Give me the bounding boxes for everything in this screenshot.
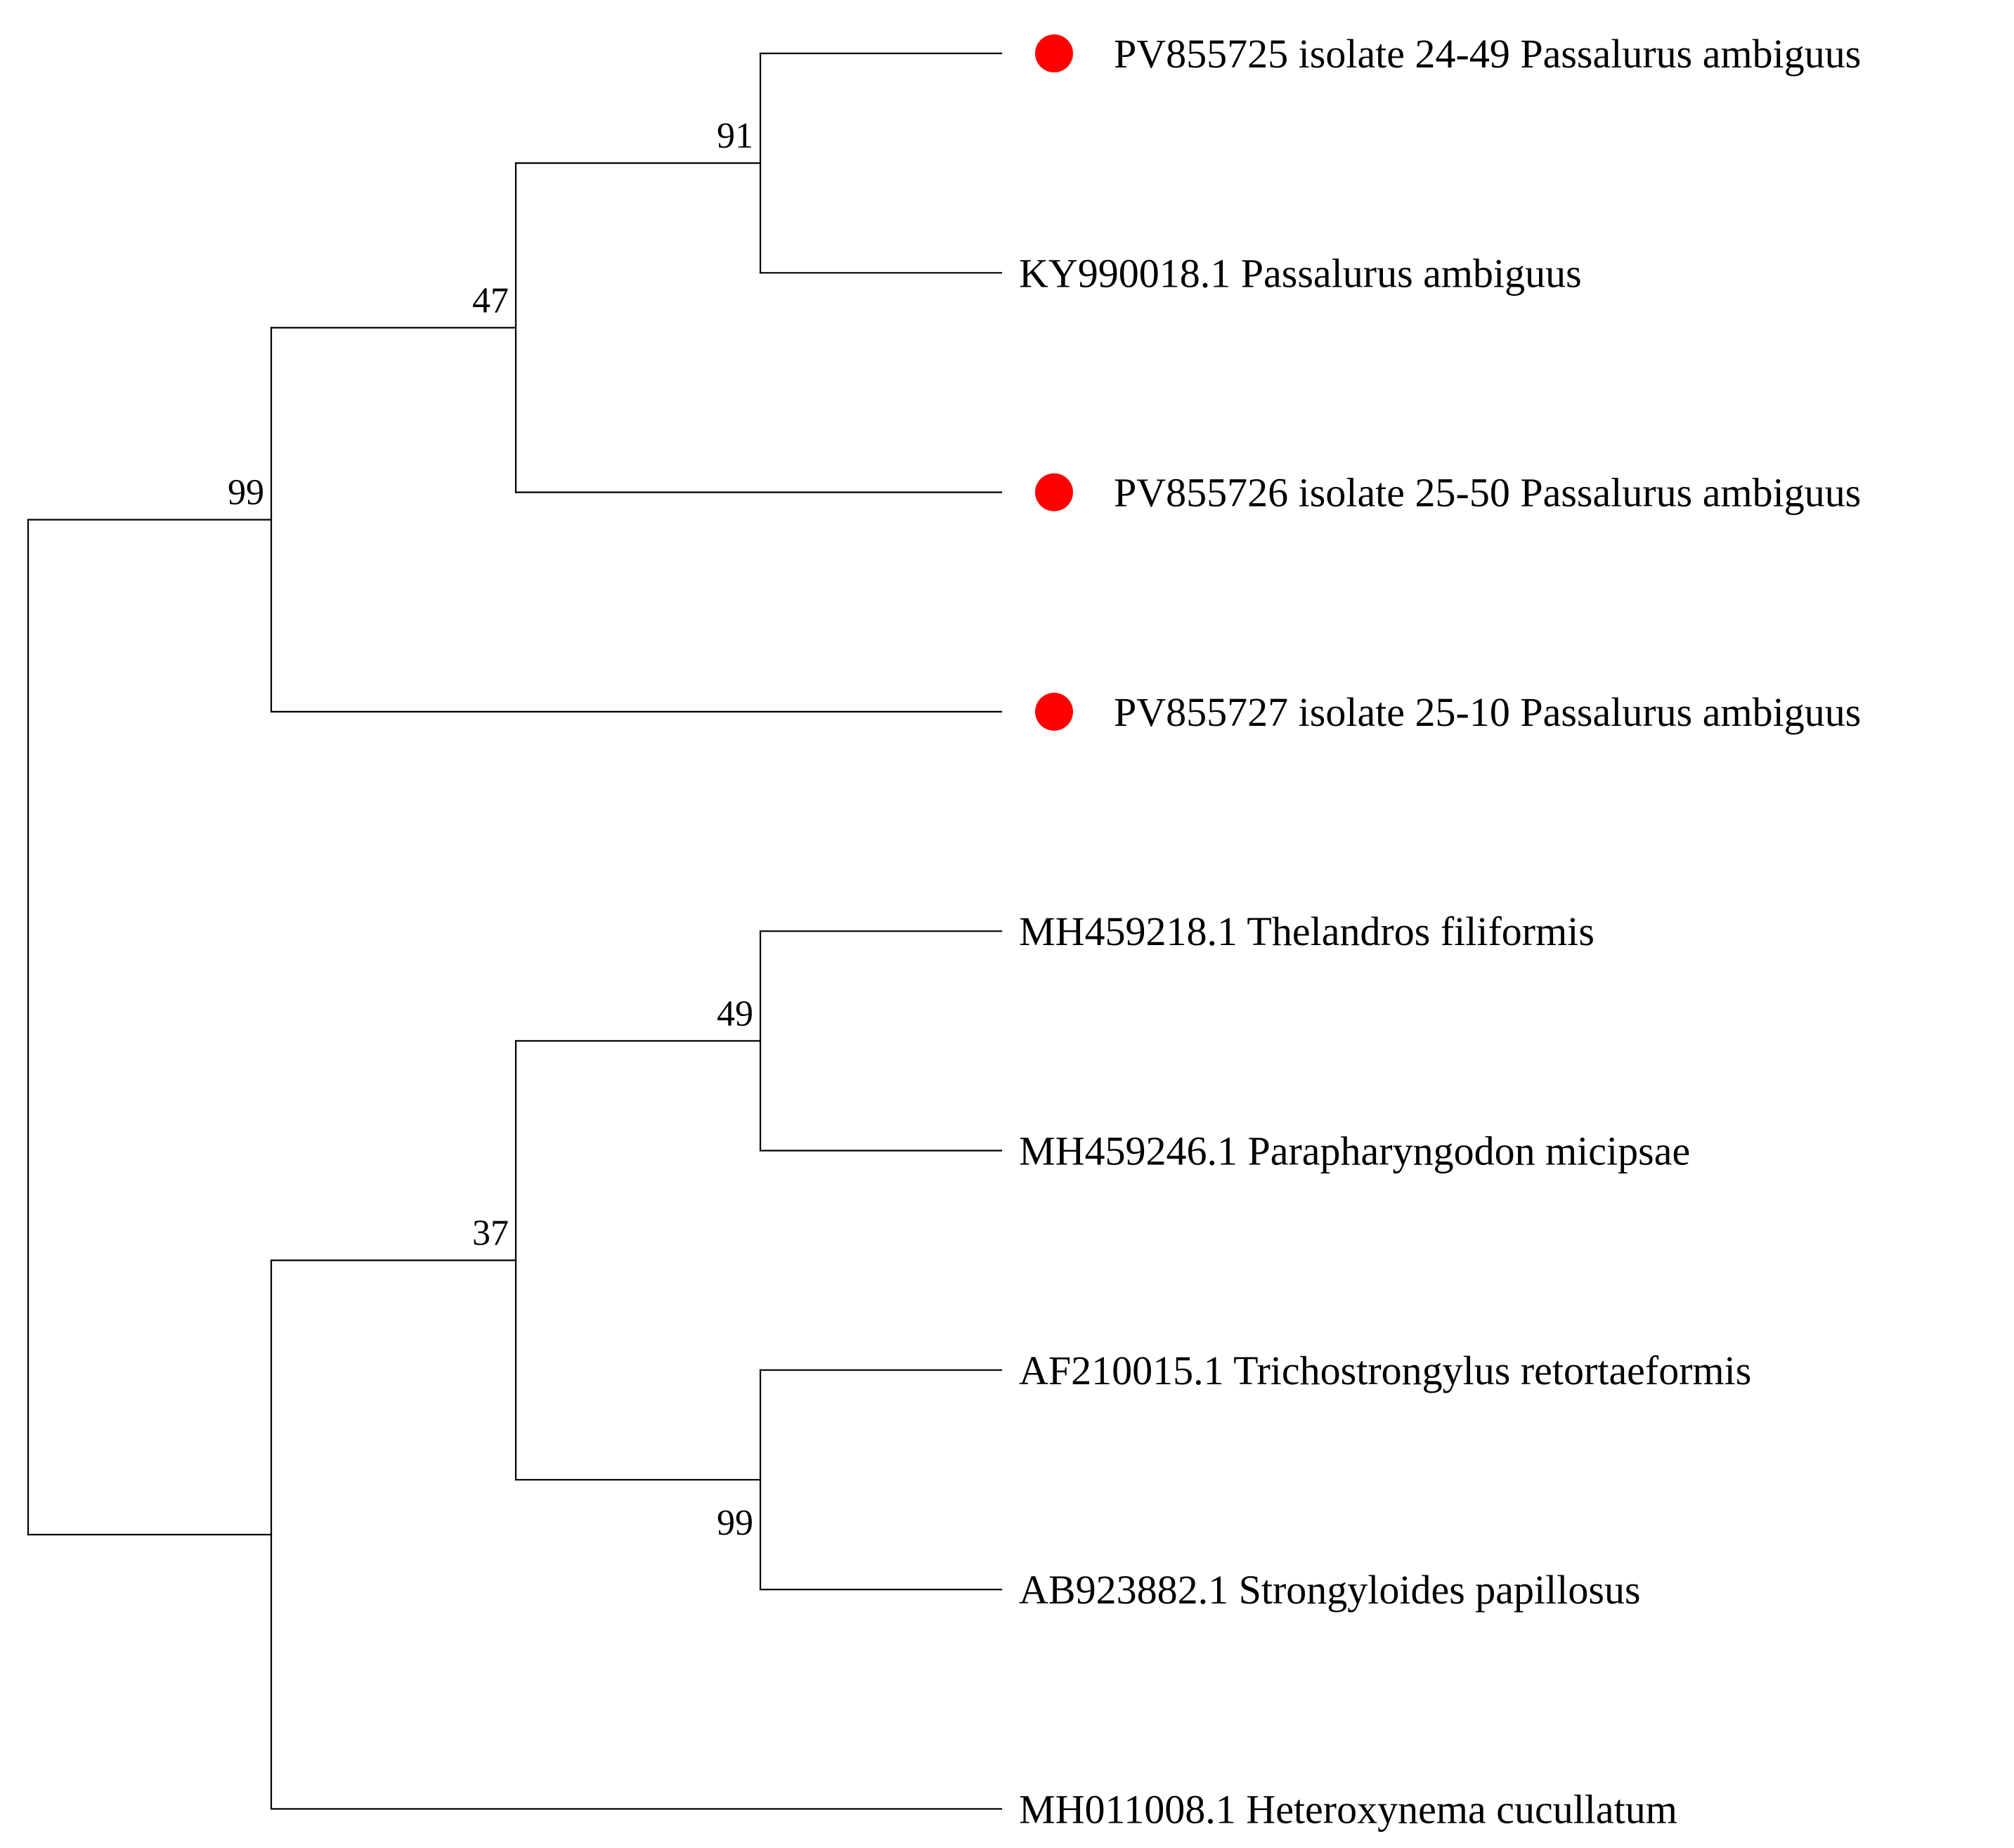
taxon-label-t2: KY990018.1 Passalurus ambiguus — [1019, 250, 1582, 296]
bootstrap-value-n99b: 99 — [717, 1503, 753, 1543]
taxon-labels: PV855725 isolate 24-49 Passalurus ambigu… — [1019, 31, 1861, 1832]
taxon-label-t6: MH459246.1 Parapharyngodon micipsae — [1019, 1128, 1690, 1174]
tree-branches — [27, 52, 1003, 1810]
isolate-marker-dot — [1035, 473, 1073, 512]
taxon-label-t7: AF210015.1 Trichostrongylus retortaeform… — [1019, 1348, 1751, 1393]
taxon-label-t3: PV855726 isolate 25-50 Passalurus ambigu… — [1114, 470, 1861, 516]
isolate-marker-dot — [1035, 34, 1073, 72]
bootstrap-value-n99a: 99 — [228, 473, 264, 513]
isolate-marker-dot — [1035, 692, 1073, 731]
taxon-label-t4: PV855727 isolate 25-10 Passalurus ambigu… — [1114, 689, 1861, 735]
taxon-label-t9: MH011008.1 Heteroxynema cucullatum — [1019, 1786, 1677, 1832]
taxon-label-t5: MH459218.1 Thelandros filiformis — [1019, 909, 1594, 954]
taxon-label-t8: AB923882.1 Strongyloides papillosus — [1019, 1567, 1641, 1613]
bootstrap-value-n47: 47 — [472, 280, 509, 320]
bootstrap-value-n37: 37 — [472, 1213, 509, 1254]
bootstrap-value-n91: 91 — [717, 116, 753, 156]
bootstrap-values: 91 47 99 49 99 37 — [228, 116, 753, 1543]
taxon-label-t1: PV855725 isolate 24-49 Passalurus ambigu… — [1114, 31, 1861, 77]
isolate-markers — [1035, 34, 1073, 731]
bootstrap-value-n49: 49 — [717, 994, 753, 1034]
